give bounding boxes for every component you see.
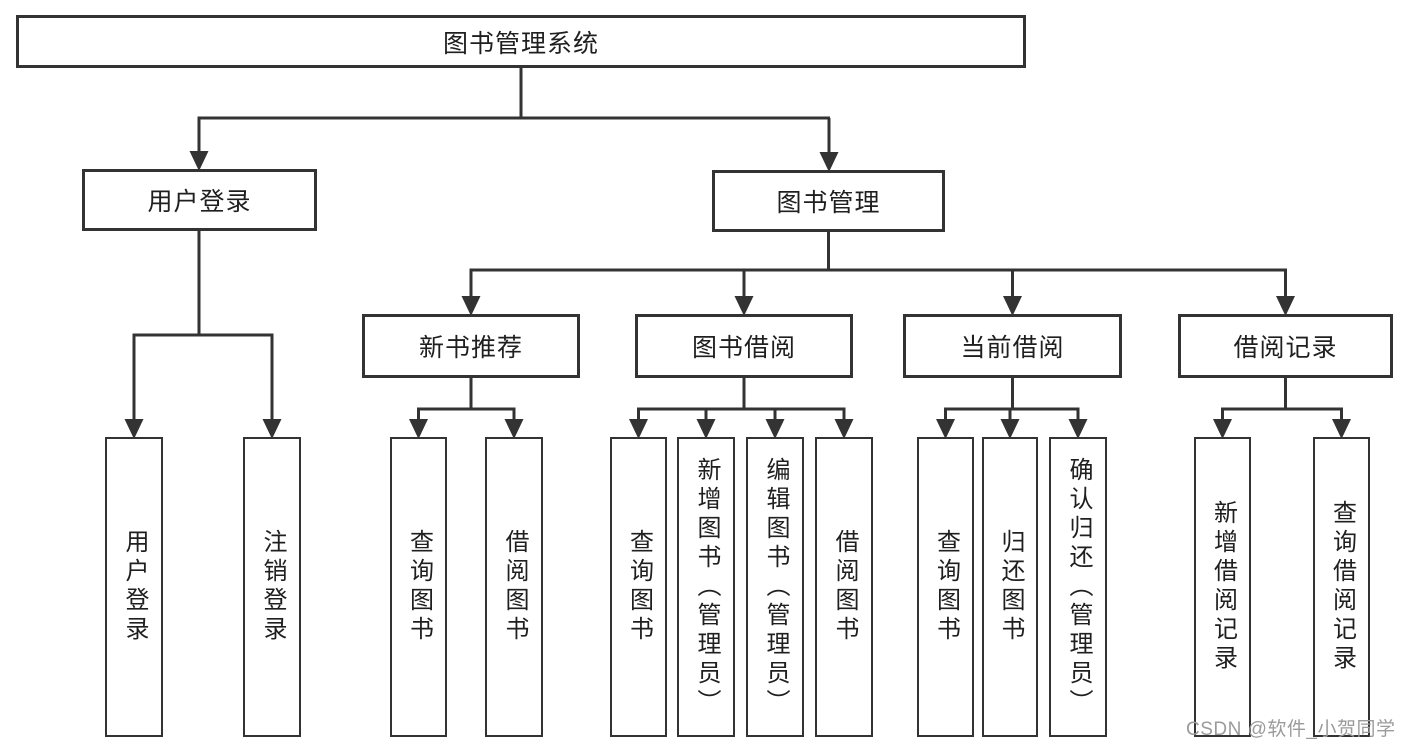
node-current-borrowing: 当前借阅	[903, 314, 1122, 378]
leaf-borrowing-query-books: 查询图书	[610, 437, 667, 737]
node-user-login: 用户登录	[82, 169, 317, 231]
node-new-book-recommendation: 新书推荐	[362, 314, 580, 378]
leaf-user-login: 用户登录	[105, 437, 163, 737]
node-root-library-management-system: 图书管理系统	[16, 15, 1026, 68]
leaf-query-borrow-record: 查询借阅记录	[1313, 437, 1370, 737]
csdn-watermark: CSDN @软件_小贺同学	[1186, 719, 1396, 740]
leaf-recommend-borrow-books: 借阅图书	[485, 437, 543, 737]
leaf-current-query-books: 查询图书	[917, 437, 974, 737]
node-book-management: 图书管理	[712, 170, 945, 232]
leaf-return-books: 归还图书	[982, 437, 1038, 737]
leaf-edit-books-admin: 编辑图书（管理员）	[746, 437, 804, 737]
node-borrowing-records: 借阅记录	[1178, 314, 1393, 378]
leaf-recommend-query-books: 查询图书	[390, 437, 447, 737]
leaf-logout: 注销登录	[243, 437, 301, 737]
leaf-add-borrow-record: 新增借阅记录	[1194, 437, 1251, 737]
leaf-confirm-return-admin: 确认归还（管理员）	[1049, 437, 1107, 737]
node-book-borrowing: 图书借阅	[635, 314, 853, 378]
leaf-add-books-admin: 新增图书（管理员）	[677, 437, 735, 737]
leaf-borrowing-borrow-books: 借阅图书	[815, 437, 873, 737]
